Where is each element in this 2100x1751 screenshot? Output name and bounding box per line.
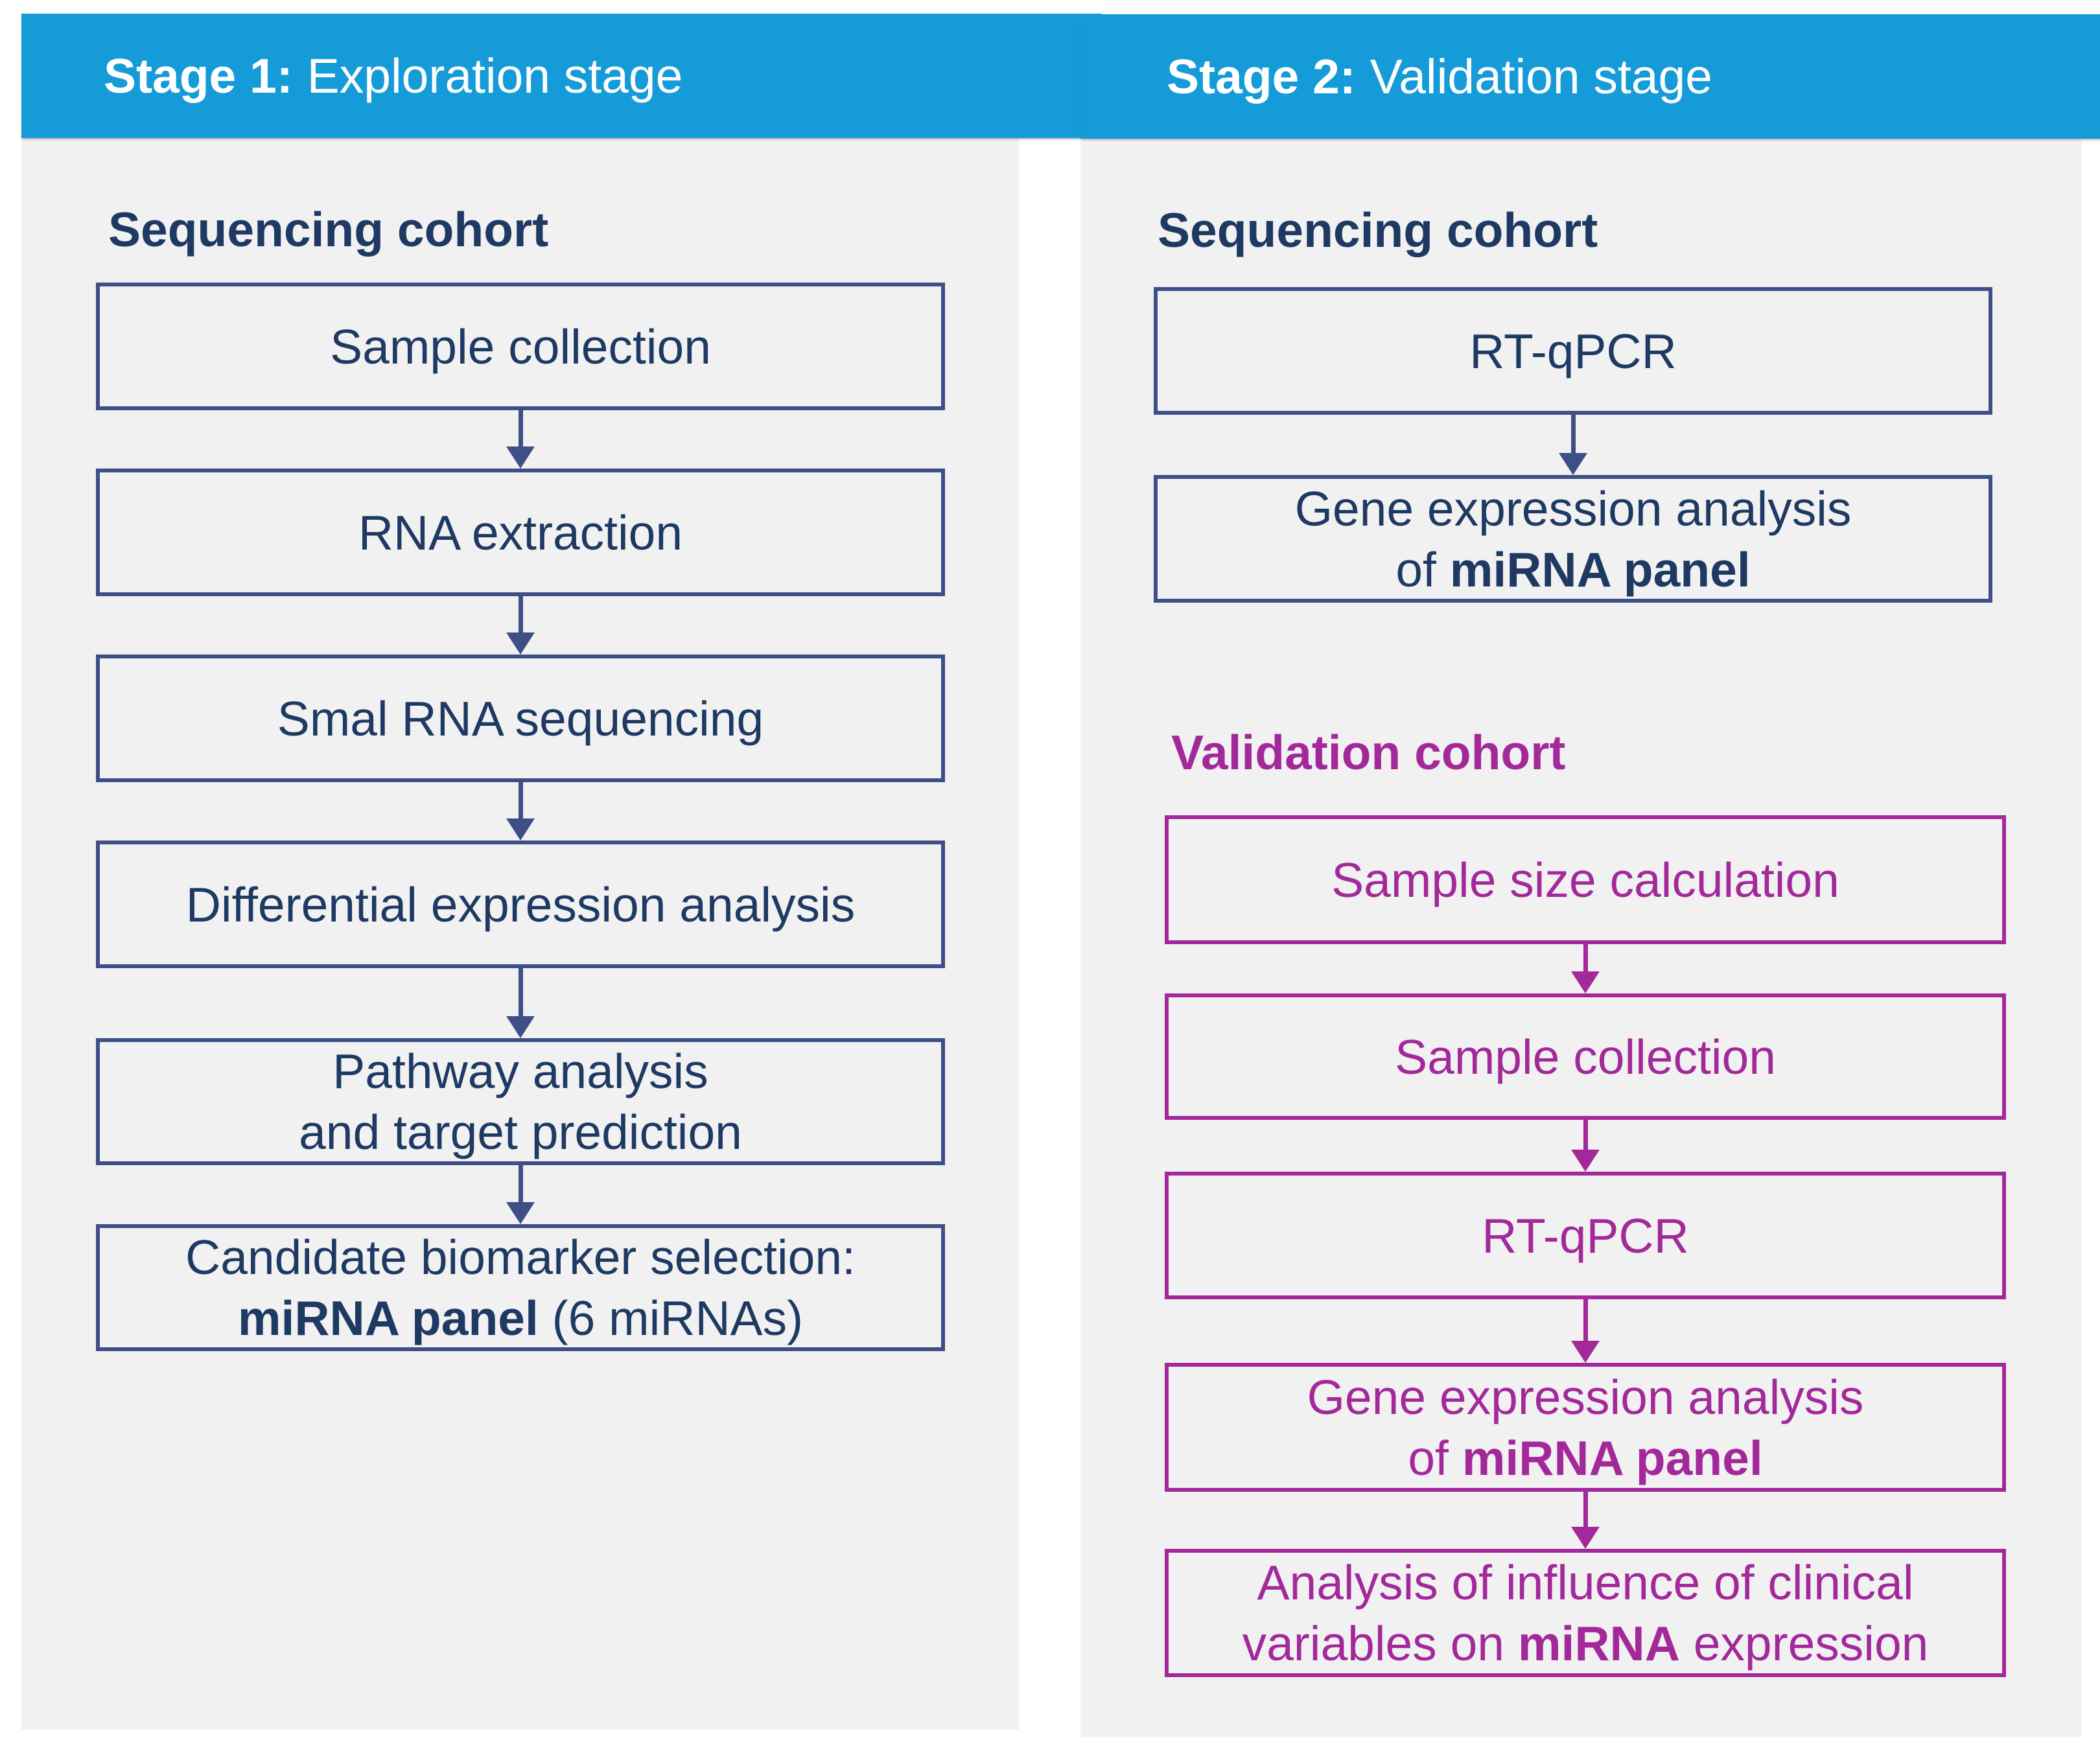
stage1-header-rest: Exploration stage (307, 49, 683, 103)
down-arrow-icon (1571, 1492, 1600, 1549)
flow-box-gene-expression-validation: Gene expression analysis of miRNA panel (1165, 1363, 2006, 1492)
expression-text: expression (1679, 1616, 1929, 1671)
stage1-panel: Stage 1: Exploration stage Sequencing co… (21, 14, 1101, 1730)
arrow-shaft (518, 596, 523, 638)
down-arrow-icon (506, 410, 535, 469)
flow-box-label-line2: of miRNA panel (1408, 1428, 1762, 1489)
down-arrow-icon (1559, 415, 1587, 475)
variables-on-text: variables on (1242, 1616, 1518, 1671)
flow-box-sample-collection: Sample collection (96, 283, 945, 410)
arrow-head (1559, 453, 1587, 475)
flow-box-sample-collection-validation: Sample collection (1165, 993, 2006, 1120)
stage1-sequencing-cohort-heading: Sequencing cohort (108, 202, 549, 257)
arrow-head (1571, 1341, 1600, 1363)
arrow-shaft (518, 782, 523, 824)
mirna-panel-bold-text: miRNA panel (1449, 542, 1751, 597)
flow-box-label: Smal RNA sequencing (277, 691, 764, 746)
flow-box-clinical-variables-analysis: Analysis of influence of clinical variab… (1165, 1549, 2006, 1677)
flow-box-rna-extraction: RNA extraction (96, 469, 945, 596)
mirna-panel-bold-text: miRNA panel (1462, 1430, 1763, 1485)
flow-box-label-line1: Gene expression analysis (1294, 481, 1852, 536)
down-arrow-icon (506, 596, 535, 655)
flow-box-label-line1: Candidate biomarker selection: (185, 1230, 856, 1284)
arrow-shaft (1570, 415, 1576, 458)
flow-box-label-line1: Pathway analysis (332, 1044, 708, 1098)
arrow-head (506, 1016, 535, 1038)
arrow-shaft (518, 1165, 523, 1207)
stage2-header-band: Stage 2: Validation stage (1080, 14, 2100, 139)
stage2-header-rest: Validation stage (1370, 49, 1712, 104)
flow-box-candidate-biomarker: Candidate biomarker selection: miRNA pan… (96, 1224, 945, 1351)
flow-box-label-line1: Analysis of influence of clinical (1257, 1555, 1914, 1610)
flow-box-rtqpcr-sequencing: RT-qPCR (1154, 287, 1992, 415)
of-text: of (1395, 542, 1450, 597)
flow-box-sample-size-calculation: Sample size calculation (1165, 815, 2006, 944)
arrow-shaft (1583, 1299, 1588, 1346)
stage2-validation-cohort-heading: Validation cohort (1171, 725, 1566, 780)
arrow-shaft (518, 410, 523, 452)
flow-box-label-line2: of miRNA panel (1395, 539, 1750, 600)
flow-box-label: RNA extraction (358, 505, 683, 560)
stage2-panel: Stage 2: Validation stage Sequencing coh… (1080, 14, 2100, 1737)
of-text: of (1408, 1430, 1462, 1485)
arrow-shaft (1583, 1120, 1588, 1155)
arrow-head (1571, 971, 1600, 993)
stage1-header-bold: Stage 1: (104, 49, 293, 103)
flow-box-rtqpcr-validation: RT-qPCR (1165, 1172, 2006, 1299)
arrow-shaft (518, 968, 523, 1021)
flow-box-label: Differential expression analysis (185, 877, 856, 932)
arrow-head (1571, 1527, 1600, 1549)
arrow-head (506, 1202, 535, 1224)
arrow-head (1571, 1150, 1600, 1172)
down-arrow-icon (506, 782, 535, 841)
flow-box-label: Sample collection (330, 319, 711, 374)
mirna-count-text: (6 miRNAs) (538, 1291, 804, 1345)
arrow-head (506, 632, 535, 655)
flow-box-label-line2: and target prediction (299, 1105, 742, 1159)
arrow-shaft (1583, 944, 1588, 977)
arrow-shaft (1583, 1492, 1588, 1532)
flow-box-label: RT-qPCR (1469, 323, 1677, 378)
flow-box-label: RT-qPCR (1482, 1208, 1689, 1263)
down-arrow-icon (1571, 1120, 1600, 1172)
arrow-head (506, 818, 535, 841)
flow-box-label: Sample collection (1395, 1029, 1776, 1084)
mirna-panel-bold-text: miRNA panel (237, 1291, 539, 1345)
flow-box-small-rna-sequencing: Smal RNA sequencing (96, 655, 945, 782)
arrow-head (506, 446, 535, 469)
stage2-header-bold: Stage 2: (1167, 49, 1356, 104)
down-arrow-icon (506, 1165, 535, 1224)
mirna-bold-text: miRNA (1517, 1616, 1680, 1671)
down-arrow-icon (1571, 944, 1600, 993)
flow-box-pathway-analysis: Pathway analysis and target prediction (96, 1038, 945, 1165)
flow-box-label-line1: Gene expression analysis (1307, 1369, 1864, 1424)
down-arrow-icon (1571, 1299, 1600, 1363)
stage2-sequencing-cohort-heading: Sequencing cohort (1158, 203, 1598, 257)
flow-box-label-line2: variables on miRNA expression (1242, 1613, 1929, 1674)
flow-box-label: Sample size calculation (1331, 852, 1839, 907)
stage1-header-band: Stage 1: Exploration stage (21, 14, 1101, 138)
flow-box-differential-expression: Differential expression analysis (96, 841, 945, 968)
flow-box-label-line2: miRNA panel (6 miRNAs) (238, 1288, 803, 1349)
flow-box-gene-expression-sequencing: Gene expression analysis of miRNA panel (1154, 475, 1992, 603)
down-arrow-icon (506, 968, 535, 1038)
